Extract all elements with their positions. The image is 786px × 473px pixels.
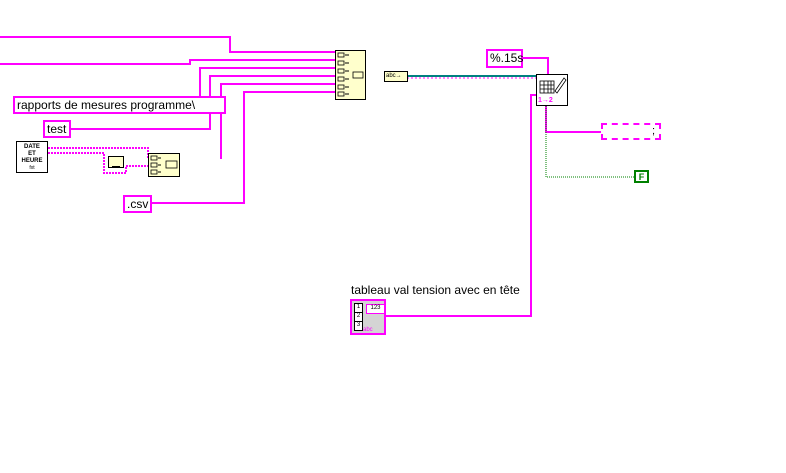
datetime-line3: HEURE [21,158,43,164]
datetime-line4: fxt [29,165,35,171]
datetime-line1: DATE [24,144,40,150]
write-spreadsheet-file-vi[interactable]: 1→2 [536,74,568,106]
array-string-type: abc [363,327,373,333]
concatenate-icon [337,52,364,97]
write-spreadsheet-pins: 1→2 [538,97,553,104]
format-constant-text: %.15s [490,51,524,65]
tensions-array-label: tableau val tension avec en tête [351,283,520,297]
datetime-line2: ET [28,151,36,157]
delimiter-constant[interactable]: ; [601,123,661,140]
tensions-array-constant[interactable]: 1 2 3 123 abc [350,299,386,335]
array-index-3: 3 [354,321,363,331]
path-constant[interactable]: rapports de mesures programme\ [13,96,226,114]
extension-constant[interactable]: .csv [123,195,152,213]
array-numeric-type: 123 [366,304,385,314]
concatenate-strings-node[interactable] [335,50,366,100]
string-to-path-node[interactable]: abc→ [384,71,408,82]
date-time-function[interactable]: DATE ET HEURE fxt [16,141,48,173]
string-to-path-icon: abc→ [386,73,402,79]
concatenate-small-icon [150,155,178,175]
format-node-icon [112,163,120,167]
format-node-small[interactable] [108,156,124,168]
filename-constant[interactable]: test [43,120,71,138]
filename-constant-text: test [47,122,67,136]
spreadsheet-pencil-icon [539,77,567,94]
concatenate-strings-small[interactable] [148,153,180,177]
extension-constant-text: .csv [127,197,149,211]
format-constant[interactable]: %.15s [486,49,523,68]
append-boolean-text: F [638,172,645,182]
delimiter-constant-text: ; [651,125,655,137]
path-constant-text: rapports de mesures programme\ [17,98,196,112]
append-boolean-constant[interactable]: F [634,170,649,183]
